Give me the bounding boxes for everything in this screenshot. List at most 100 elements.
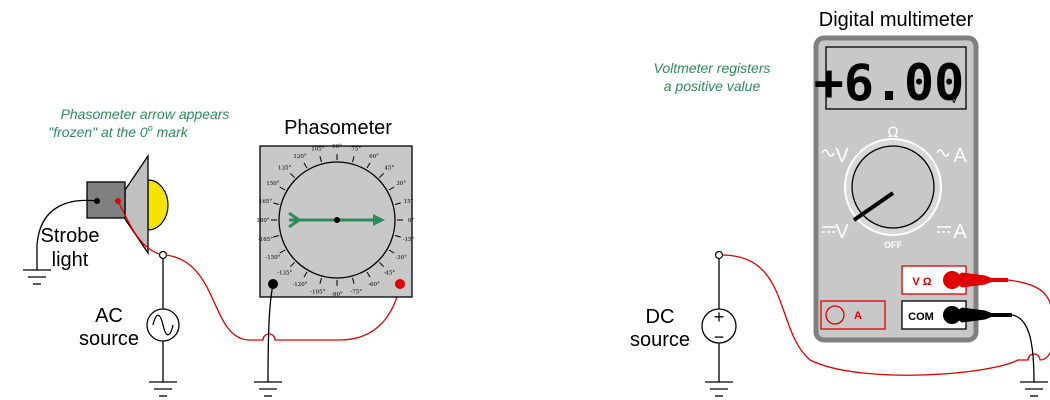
- dial-tick-label: 90°: [332, 144, 342, 150]
- strobe-label-line1: Strobe: [41, 225, 100, 247]
- digital-multimeter: +6.00 V Ω V A V A OFF V Ω A COM: [813, 35, 979, 343]
- arrow-head: [373, 214, 385, 226]
- multimeter-display: [825, 46, 967, 110]
- dial-tick-label: -165°: [258, 237, 273, 243]
- dial-tick-label: -120°: [292, 282, 307, 288]
- dc-plus-sign: +: [714, 307, 725, 327]
- dial-tick-label: 60°: [369, 154, 379, 160]
- ac-label-line1: AC: [95, 305, 123, 327]
- dial-tick-mark: [279, 186, 286, 191]
- dial-off-label: OFF: [884, 240, 902, 250]
- dial-tick-mark: [303, 162, 308, 169]
- dial-tick-mark: [319, 277, 322, 284]
- ground-symbol-dmm: [1020, 381, 1048, 397]
- dmm-black-lead: [1011, 314, 1035, 383]
- dial-tick-label: 45°: [384, 166, 394, 172]
- dial-tick-mark: [394, 235, 401, 238]
- ac-node-terminal: [158, 250, 168, 260]
- dial-tick-label: -60°: [368, 282, 380, 288]
- dial-aca-label: A: [953, 145, 967, 167]
- phasometer-red-wire: [165, 254, 401, 341]
- dial-tick-label: 75°: [351, 147, 361, 153]
- dial-tick-label: 135°: [278, 166, 291, 172]
- dial-tick-label: -135°: [277, 270, 292, 276]
- dc-label-line2: source: [630, 329, 690, 351]
- dial-tick-label: -90°: [331, 292, 343, 298]
- dial-ohm-label: Ω: [888, 125, 899, 141]
- strobe-label-line2: light: [52, 249, 89, 271]
- dial-tick-mark: [394, 202, 401, 205]
- black-probe-plug: [951, 307, 997, 323]
- dial-tick-mark: [366, 162, 371, 169]
- multimeter-title: Digital multimeter: [819, 9, 974, 31]
- dial-tick-label: 120°: [293, 154, 306, 160]
- dc-minus-sign: −: [714, 327, 725, 347]
- black-test-probe: [951, 307, 1012, 323]
- dial-tick-label: 165°: [259, 199, 272, 205]
- ac-label-line2: source: [79, 328, 139, 350]
- multimeter-reading: +6.00: [814, 54, 965, 112]
- note-line2-suffix: mark: [153, 124, 189, 140]
- dial-dca-label: A: [953, 221, 967, 243]
- jack-volt-ohm-label: V Ω: [912, 276, 931, 288]
- arrow-tail: [288, 211, 300, 229]
- dial-tick-label: 15°: [404, 199, 414, 205]
- dial-tick-label: -75°: [350, 289, 362, 295]
- jack-amps-label: A: [854, 310, 862, 322]
- ac-source: [146, 250, 180, 382]
- jack-common[interactable]: [901, 300, 967, 330]
- dial-tick-mark: [319, 156, 322, 163]
- dial-tick-mark: [273, 235, 280, 238]
- dial-acv-label: V: [835, 145, 849, 167]
- dial-tick-mark: [379, 262, 385, 268]
- dial-tick-mark: [352, 156, 355, 163]
- dial-tick-mark: [303, 271, 308, 278]
- phasometer-arrow: [288, 211, 385, 229]
- dial-tick-label: 30°: [396, 181, 406, 187]
- dmm-red-lead: [721, 254, 1050, 376]
- dial-tick-mark: [289, 172, 295, 178]
- ac-sine-icon: [152, 314, 174, 336]
- ground-symbol-strobe: [23, 269, 51, 285]
- voltmeter-note-line2: a positive value: [664, 78, 761, 94]
- selector-pointer: [852, 191, 895, 222]
- ground-symbol-ac: [149, 381, 177, 397]
- jack-amps-socket: [825, 305, 845, 325]
- dial-tick-label: -45°: [384, 270, 396, 276]
- dial-tick-mark: [352, 277, 355, 284]
- jack-amps[interactable]: [820, 300, 886, 330]
- dc-node-terminal: [714, 250, 724, 260]
- dial-tick-label: -150°: [265, 255, 280, 261]
- dial-tick-label: 0°: [408, 218, 414, 224]
- phasometer: 0°15°30°45°60°75°90°105°120°135°150°165°…: [256, 144, 414, 298]
- strobe-red-wire: [117, 200, 164, 256]
- dial-tick-label: -30°: [395, 255, 407, 261]
- strobe-black-wire: [36, 199, 98, 270]
- phasometer-red-terminal: [395, 279, 405, 289]
- strobe-reflector: [124, 153, 149, 256]
- phasometer-tick-group: 0°15°30°45°60°75°90°105°120°135°150°165°…: [256, 144, 414, 298]
- dial-tick-label: 105°: [311, 147, 324, 153]
- dc-label-line1: DC: [646, 306, 675, 328]
- note-superscript: o: [148, 123, 153, 133]
- dial-tick-label: -15°: [403, 237, 415, 243]
- phasometer-pivot: [334, 217, 340, 223]
- dial-tick-mark: [273, 202, 280, 205]
- dc-source: [701, 250, 737, 382]
- ground-symbol-phasometer: [254, 381, 282, 397]
- selector-knob[interactable]: [851, 145, 935, 229]
- ac-voltage-wave-icon: [821, 149, 835, 157]
- phasometer-note-line2: "frozen" at the 0o mark: [48, 123, 188, 140]
- dial-tick-mark: [388, 186, 395, 191]
- red-test-probe: [951, 272, 1008, 288]
- dial-tick-mark: [289, 262, 295, 268]
- multimeter-display-unit: V: [950, 92, 958, 106]
- phasometer-note-line1: Phasometer arrow appears: [61, 106, 230, 122]
- dial-dcv-label: V: [835, 221, 849, 243]
- dial-tick-mark: [388, 249, 395, 254]
- dial-tick-label: 180°: [256, 218, 269, 224]
- dial-tick-mark: [379, 172, 385, 178]
- voltmeter-note-line1: Voltmeter registers: [654, 60, 771, 76]
- phasometer-black-wire: [267, 283, 274, 383]
